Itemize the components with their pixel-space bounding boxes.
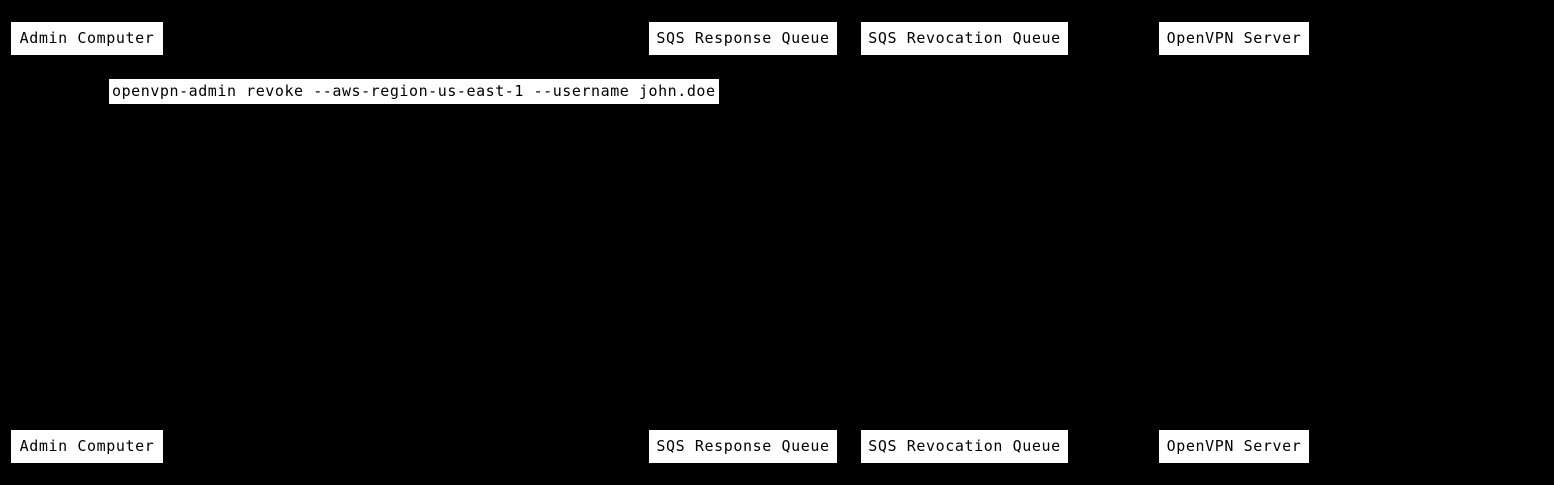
participant-label: OpenVPN Server [1166, 29, 1302, 47]
message-label-text: openvpn-admin revoke --aws-region-us-eas… [112, 82, 716, 100]
participant-bottom-sqs-response-queue[interactable]: SQS Response Queue [648, 429, 838, 464]
participant-top-admin-computer[interactable]: Admin Computer [10, 21, 164, 56]
participant-bottom-openvpn-server[interactable]: OpenVPN Server [1158, 429, 1310, 464]
message-revoke-command[interactable]: openvpn-admin revoke --aws-region-us-eas… [108, 78, 720, 105]
participant-top-openvpn-server[interactable]: OpenVPN Server [1158, 21, 1310, 56]
participant-label: SQS Response Queue [656, 29, 830, 47]
participant-label: OpenVPN Server [1166, 437, 1302, 455]
participant-label: Admin Computer [19, 29, 155, 47]
participant-top-sqs-revocation-queue[interactable]: SQS Revocation Queue [860, 21, 1069, 56]
participant-label: SQS Revocation Queue [868, 437, 1061, 455]
participant-label: SQS Revocation Queue [868, 29, 1061, 47]
participant-label: SQS Response Queue [656, 437, 830, 455]
participant-top-sqs-response-queue[interactable]: SQS Response Queue [648, 21, 838, 56]
participant-bottom-sqs-revocation-queue[interactable]: SQS Revocation Queue [860, 429, 1069, 464]
participant-bottom-admin-computer[interactable]: Admin Computer [10, 429, 164, 464]
participant-label: Admin Computer [19, 437, 155, 455]
